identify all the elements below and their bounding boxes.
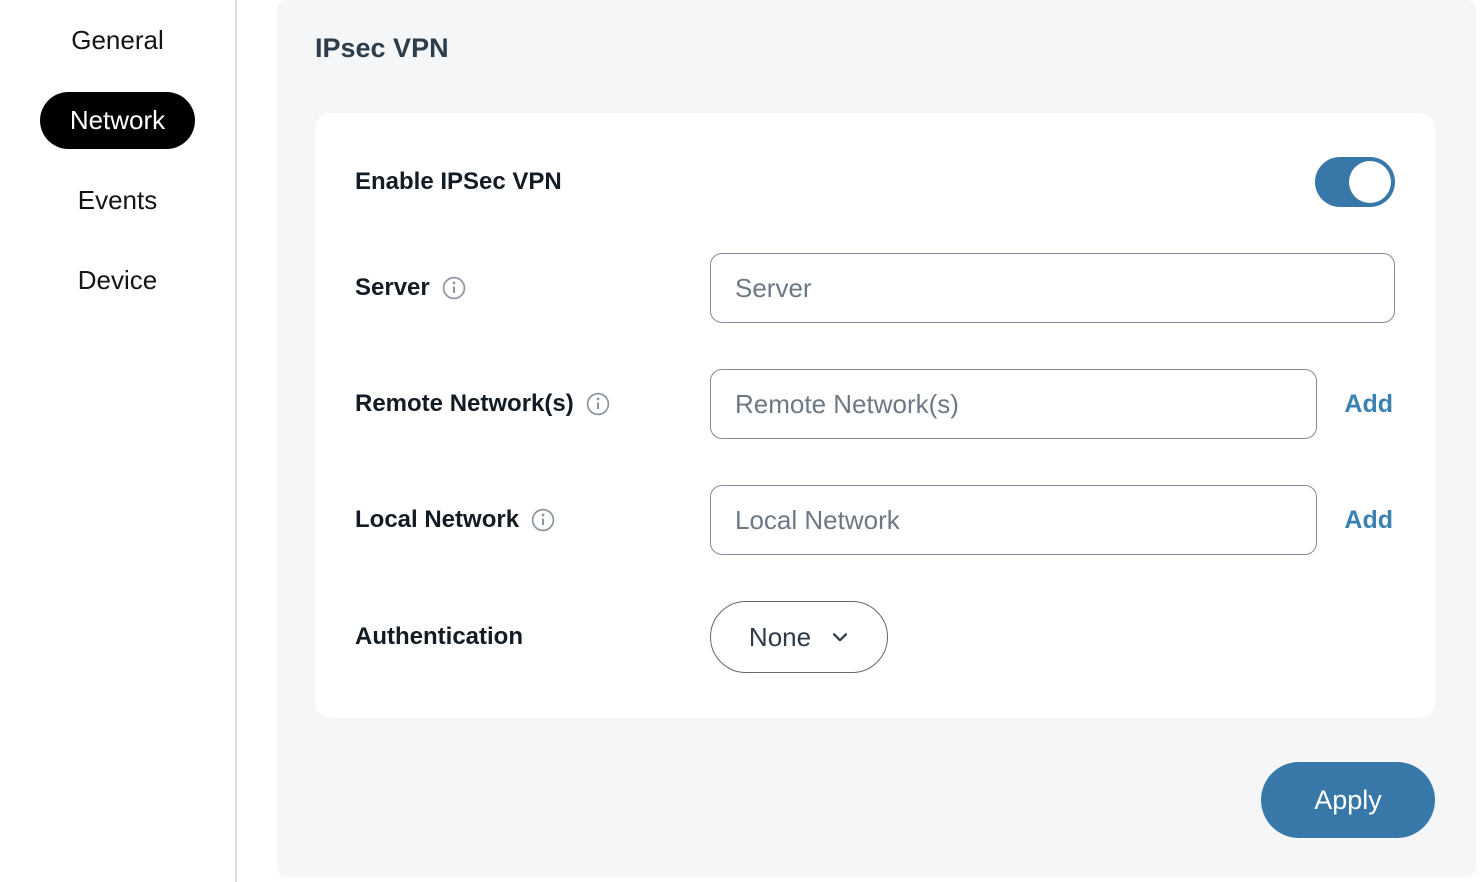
authentication-select[interactable]: None: [710, 601, 888, 673]
remote-networks-input[interactable]: [710, 369, 1317, 439]
sidebar-item-network[interactable]: Network: [39, 91, 196, 149]
sidebar-item-general[interactable]: General: [71, 24, 164, 55]
add-remote-network-button[interactable]: Add: [1344, 389, 1393, 418]
local-network-row: Local Network Add: [355, 485, 1395, 555]
enable-ipsec-row: Enable IPSec VPN: [355, 157, 1395, 207]
server-row: Server: [355, 253, 1395, 323]
server-label: Server: [355, 274, 710, 302]
sidebar: General Network Events Device: [0, 0, 237, 882]
chevron-down-icon: [827, 624, 853, 650]
apply-button[interactable]: Apply: [1261, 762, 1435, 838]
network-panel: IPsec VPN Enable IPSec VPN Server: [277, 0, 1476, 877]
sidebar-item-device[interactable]: Device: [77, 264, 158, 295]
info-icon[interactable]: [531, 508, 555, 532]
ipsec-vpn-card: Enable IPSec VPN Server: [315, 113, 1435, 718]
enable-ipsec-label: Enable IPSec VPN: [355, 168, 710, 196]
local-network-label-text: Local Network: [355, 506, 520, 533]
authentication-row: Authentication None: [355, 601, 1395, 673]
page-title: IPsec VPN: [315, 33, 449, 63]
remote-networks-row: Remote Network(s) Add: [355, 369, 1395, 439]
toggle-knob: [1349, 161, 1391, 203]
info-icon[interactable]: [586, 392, 610, 416]
enable-ipsec-toggle[interactable]: [1315, 157, 1395, 207]
remote-networks-label-text: Remote Network(s): [355, 390, 574, 417]
local-network-input[interactable]: [710, 485, 1317, 555]
enable-ipsec-label-text: Enable IPSec VPN: [355, 168, 562, 195]
authentication-label: Authentication: [355, 623, 710, 651]
remote-networks-label: Remote Network(s): [355, 390, 710, 418]
sidebar-item-events[interactable]: Events: [77, 184, 158, 215]
local-network-label: Local Network: [355, 506, 710, 534]
authentication-selected-value: None: [748, 621, 812, 652]
authentication-label-text: Authentication: [355, 623, 523, 650]
server-label-text: Server: [355, 274, 430, 301]
info-icon[interactable]: [442, 276, 466, 300]
server-input[interactable]: [710, 253, 1395, 323]
add-local-network-button[interactable]: Add: [1344, 505, 1393, 534]
